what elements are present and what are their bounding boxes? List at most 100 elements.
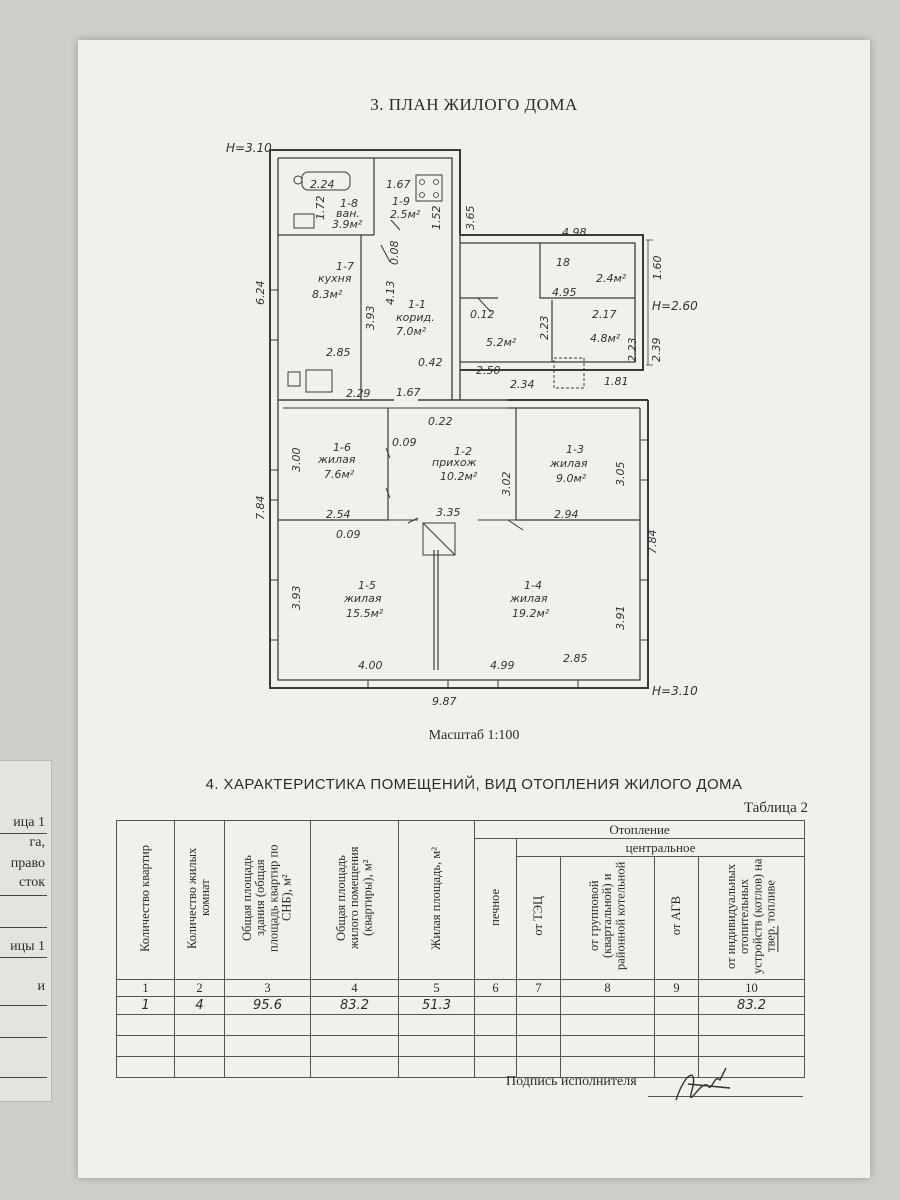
bg-text: и — [37, 979, 46, 994]
dim-label: 2.54 — [326, 508, 351, 521]
table-row — [116, 1035, 806, 1057]
header-cell: Жилая площадь, м² — [398, 820, 475, 980]
background-sheet: ица 1 га, право сток ицы 1 и — [0, 760, 52, 1102]
table-cell — [560, 996, 655, 1015]
dim-label: 2.50 — [476, 364, 501, 377]
dim-label: 0.09 — [336, 528, 361, 541]
col-number: 8 — [560, 979, 655, 997]
dim-label: 4.95 — [552, 286, 577, 299]
room-id: 1-4 — [524, 579, 542, 592]
room-area: 19.2м² — [512, 607, 550, 620]
table-cell: 1 — [116, 996, 175, 1015]
dim-label: 1.67 — [386, 178, 411, 191]
bg-rule — [0, 833, 47, 834]
header-cell: от индивидуальных отопительных устройств… — [697, 856, 806, 980]
table-cell: 95.6 — [224, 996, 311, 1015]
height-label: H=3.10 — [652, 684, 698, 698]
room-area: 7.6м² — [324, 468, 355, 481]
scale-label: Масштаб 1:100 — [428, 728, 520, 743]
dim-label: 2.24 — [310, 178, 335, 191]
floor-plan: H=3.10 H=2.60 H=3.10 2.24 1.67 1.72 1.52… — [226, 141, 698, 708]
dim-label: 9.87 — [432, 695, 457, 708]
dim-label: 3.35 — [436, 506, 461, 519]
bg-text: право — [10, 856, 45, 871]
dim-label: 1.60 — [651, 256, 664, 281]
table-cell: 83.2 — [310, 996, 399, 1015]
column-number-row: 1 2 3 4 5 6 7 8 9 10 — [116, 979, 806, 997]
room-id: 18 — [556, 256, 570, 269]
bg-rule — [0, 1037, 47, 1038]
header-cell: печное — [474, 838, 517, 980]
header-cell: Общая площадь жилого помещения (квартиры… — [310, 820, 399, 980]
col-number: 10 — [697, 979, 806, 997]
dim-label: 1.72 — [314, 196, 327, 221]
room-area: 2.5м² — [390, 208, 421, 221]
table-cell: 4 — [174, 996, 225, 1015]
section-title: 4. ХАРАКТЕРИСТИКА ПОМЕЩЕНИЙ, ВИД ОТОПЛЕН… — [205, 776, 743, 793]
table-row — [116, 1014, 806, 1036]
col-number: 6 — [474, 979, 517, 997]
room-id: 1-5 — [358, 579, 376, 592]
dim-label: 0.09 — [392, 436, 417, 449]
col-number: 2 — [174, 979, 225, 997]
table-cell — [516, 996, 561, 1015]
dim-label: 7.84 — [254, 496, 267, 521]
room-area: 5.2м² — [486, 336, 517, 349]
document-page: 3. ПЛАН ЖИЛОГО ДОМА — [78, 40, 870, 1178]
room-name: жилая — [509, 592, 548, 605]
room-id: 1-6 — [333, 441, 351, 454]
signature-mark — [675, 1067, 731, 1101]
room-name: кухня — [318, 272, 352, 285]
dim-label: 3.00 — [290, 448, 303, 473]
table-row — [116, 1056, 806, 1078]
dim-label: 2.94 — [554, 508, 579, 521]
dim-label: 0.12 — [470, 308, 495, 321]
col-number: 1 — [116, 979, 175, 997]
room-name: жилая — [549, 457, 588, 470]
dim-label: 2.39 — [650, 338, 663, 363]
dim-label: 7.84 — [646, 530, 659, 555]
header-cell: Общая площадь здания (общая площадь квар… — [224, 820, 311, 980]
room-id: 1-7 — [336, 260, 354, 273]
dim-label: 2.29 — [346, 387, 371, 400]
bg-rule — [0, 1077, 47, 1078]
col-number: 7 — [516, 979, 561, 997]
plan-title: 3. ПЛАН ЖИЛОГО ДОМА — [370, 95, 578, 114]
table-caption: Таблица 2 — [743, 800, 808, 816]
header-cell: от групповой (квартальной) и районной ко… — [560, 856, 655, 980]
room-name: жилая — [317, 453, 356, 466]
room-area: 4.8м² — [590, 332, 621, 345]
characteristics-table: Количество квартир Количество жилых комн… — [116, 820, 806, 1078]
table-cell — [654, 996, 699, 1015]
dim-label: 0.08 — [388, 241, 401, 266]
col-number: 3 — [224, 979, 311, 997]
room-area: 3.9м² — [332, 218, 363, 231]
bg-rule — [0, 895, 47, 896]
dim-label: 3.91 — [614, 606, 627, 631]
dim-label: 2.85 — [326, 346, 351, 359]
bg-text: ицы 1 — [10, 939, 45, 954]
signature-label: Подпись исполнителя — [506, 1074, 637, 1089]
room-area: 8.3м² — [312, 288, 343, 301]
header-heating: Отопление — [473, 820, 806, 839]
bg-text: сток — [19, 875, 45, 890]
col-number: 9 — [654, 979, 699, 997]
room-name: ван. — [336, 207, 360, 220]
dim-label: 4.13 — [384, 281, 397, 306]
room-area: 7.0м² — [396, 325, 427, 338]
col-number: 4 — [310, 979, 399, 997]
height-label: H=2.60 — [652, 299, 698, 313]
dim-label: 2.85 — [563, 652, 588, 665]
room-area: 10.2м² — [440, 470, 478, 483]
room-area: 15.5м² — [346, 607, 384, 620]
dim-label: 3.93 — [364, 306, 377, 331]
room-name: корид. — [396, 311, 435, 324]
bg-rule — [0, 927, 47, 928]
bg-text: ица 1 — [13, 815, 45, 830]
header-central: центральное — [515, 838, 806, 857]
table-row: 1 4 95.6 83.2 51.3 83.2 — [116, 996, 806, 1015]
table-cell — [474, 996, 517, 1015]
dim-label: 0.42 — [418, 356, 443, 369]
room-id: 1-2 — [454, 445, 472, 458]
signature-line — [648, 1096, 803, 1097]
